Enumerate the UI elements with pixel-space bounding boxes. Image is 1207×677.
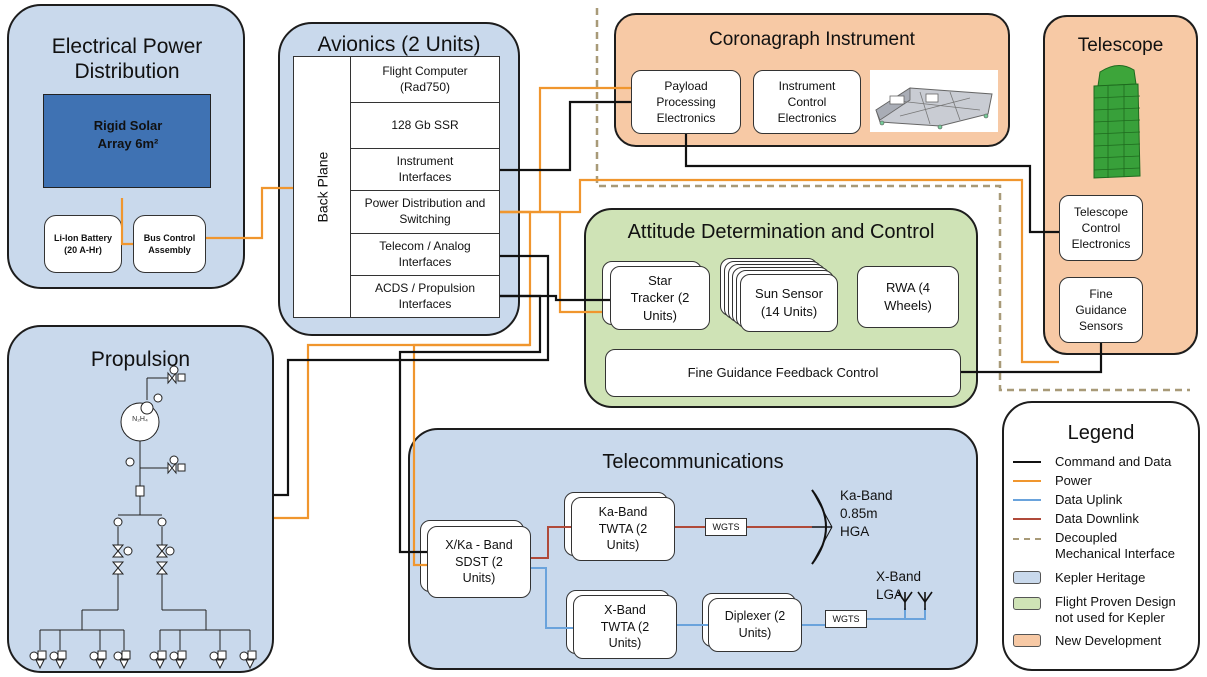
legend-downlink: Data Downlink (1013, 511, 1139, 526)
lga-label: X-Band LGA (876, 569, 922, 603)
sdst: X/Ka - Band SDST (2 Units) (427, 526, 531, 598)
fgs-label: Fine Guidance Sensors (1075, 286, 1127, 334)
coronagraph-instrument-image (870, 70, 998, 132)
legend-new-dev-label: New Development (1055, 633, 1162, 648)
legend-command-label: Command and Data (1055, 454, 1172, 469)
legend-command-swatch (1013, 460, 1041, 463)
backplane: Back Plane (293, 56, 351, 318)
propulsion-panel: Propulsion (7, 325, 274, 673)
legend-flight-proven-label: Flight Proven Design not used for Kepler (1055, 594, 1176, 626)
legend-power-label: Power (1055, 473, 1092, 488)
star-tracker-label: Star Tracker (2 Units) (630, 272, 690, 323)
legend-title: Legend (1067, 422, 1135, 444)
diplexer-label: Diplexer (2 Units) (724, 609, 786, 640)
legend-power-swatch (1013, 479, 1041, 482)
avionics-title: Avionics (2 Units) (317, 33, 481, 56)
rwa-label: RWA (4 Wheels) (884, 280, 932, 313)
legend-uplink-swatch (1013, 498, 1041, 501)
backplane-label: Back Plane (313, 151, 330, 223)
legend-decoupled-label: Decoupled Mechanical Interface (1055, 530, 1175, 562)
avionics-row-telecom-analog: Telecom / Analog Interfaces (350, 233, 500, 276)
propellant-tank-label: N₂H₄ (132, 416, 148, 423)
solar-array-label: Rigid Solar Array 6m² (93, 118, 163, 151)
legend-power: Power (1013, 473, 1092, 488)
x-twta-label: X-Band TWTA (2 Units) (600, 602, 650, 651)
fine-guidance-sensors: Fine Guidance Sensors (1059, 277, 1143, 343)
eps-title: Electrical Power Distribution (51, 35, 203, 84)
legend-uplink-label: Data Uplink (1055, 492, 1123, 507)
acds-propulsion-label: ACDS / Propulsion Interfaces (374, 280, 476, 311)
sun-sensor-label: Sun Sensor (14 Units) (755, 286, 823, 319)
battery-box: Li-Ion Battery (20 A-Hr) (44, 215, 122, 273)
legend-uplink: Data Uplink (1013, 492, 1122, 507)
legend-downlink-label: Data Downlink (1055, 511, 1139, 526)
legend-decoupled-swatch (1013, 538, 1041, 540)
sdst-label: X/Ka - Band SDST (2 Units) (445, 537, 513, 586)
legend-kepler-swatch (1013, 571, 1041, 584)
telecom-analog-label: Telecom / Analog Interfaces (379, 238, 471, 269)
power-distribution-label: Power Distribution and Switching (364, 196, 486, 226)
tce-label: Telescope Control Electronics (1071, 204, 1131, 252)
propulsion-title: Propulsion (90, 348, 191, 371)
fine-guidance-feedback-control: Fine Guidance Feedback Control (605, 349, 961, 397)
sun-sensor: Sun Sensor (14 Units) (740, 274, 838, 332)
wgts-ka-label: WGTS (712, 522, 740, 532)
telescope-render (1093, 65, 1141, 179)
ice-label: Instrument Control Electronics (777, 78, 837, 126)
battery-label: Li-Ion Battery (20 A-Hr) (53, 232, 112, 255)
legend-kepler-label: Kepler Heritage (1055, 570, 1146, 585)
avionics-row-flight-computer: Flight Computer (Rad750) (350, 56, 500, 103)
legend-panel: Legend (1002, 401, 1200, 671)
legend-kepler: Kepler Heritage (1013, 570, 1145, 585)
ssr-label: 128 Gb SSR (391, 117, 459, 132)
legend-new-development: New Development (1013, 633, 1161, 648)
solar-array (43, 94, 211, 188)
avionics-row-power-distribution: Power Distribution and Switching (350, 190, 500, 234)
payload-processing-electronics: Payload Processing Electronics (631, 70, 741, 134)
avionics-row-ssr: 128 Gb SSR (350, 102, 500, 149)
bca-label: Bus Control Assembly (143, 232, 196, 255)
telescope-control-electronics: Telescope Control Electronics (1059, 195, 1143, 261)
diplexer: Diplexer (2 Units) (708, 598, 802, 652)
legend-decoupled: Decoupled Mechanical Interface (1013, 530, 1185, 563)
wgts-ka: WGTS (705, 518, 747, 536)
telescope-image (1078, 58, 1158, 188)
ka-twta-label: Ka-Band TWTA (2 Units) (598, 504, 648, 553)
bus-control-assembly: Bus Control Assembly (133, 215, 206, 273)
hga-label: Ka-Band 0.85m HGA (840, 488, 893, 540)
legend-new-dev-swatch (1013, 634, 1041, 647)
flight-computer-label: Flight Computer (Rad750) (382, 63, 468, 94)
legend-flight-proven: Flight Proven Design not used for Kepler (1013, 594, 1195, 627)
star-tracker: Star Tracker (2 Units) (610, 266, 710, 330)
telecom-title: Telecommunications (602, 451, 784, 473)
wgts-x-label: WGTS (832, 614, 860, 624)
ka-band-twta: Ka-Band TWTA (2 Units) (571, 497, 675, 561)
instrument-interfaces-label: Instrument Interfaces (396, 153, 454, 184)
legend-command-data: Command and Data (1013, 454, 1171, 469)
wgts-x: WGTS (825, 610, 867, 628)
instrument-control-electronics: Instrument Control Electronics (753, 70, 861, 134)
avionics-row-instrument-interfaces: Instrument Interfaces (350, 148, 500, 191)
coronagraph-title: Coronagraph Instrument (709, 29, 915, 50)
x-band-twta: X-Band TWTA (2 Units) (573, 595, 677, 659)
legend-flight-proven-swatch (1013, 597, 1041, 610)
coronagraph-render (875, 87, 993, 130)
avionics-row-acds-propulsion: ACDS / Propulsion Interfaces (350, 275, 500, 318)
legend-downlink-swatch (1013, 517, 1041, 520)
ppe-label: Payload Processing Electronics (656, 78, 716, 126)
fgfc-label: Fine Guidance Feedback Control (687, 365, 879, 381)
rwa: RWA (4 Wheels) (857, 266, 959, 328)
telescope-title: Telescope (1077, 35, 1164, 56)
adc-title: Attitude Determination and Control (627, 221, 935, 243)
